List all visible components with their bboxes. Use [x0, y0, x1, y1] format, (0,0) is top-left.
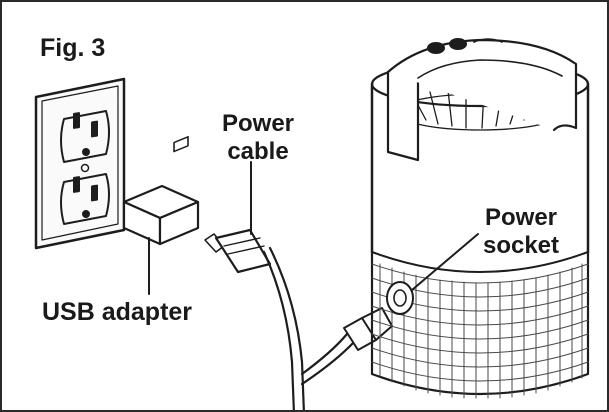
device-illustration: [370, 38, 590, 399]
power-socket-label: Power socket: [478, 204, 564, 259]
power-cable-label-line1: Power: [221, 110, 295, 137]
power-cable-illustration: [204, 161, 356, 410]
usb-adapter-label: USB adapter: [42, 298, 193, 326]
figure-title: Fig. 3: [40, 34, 106, 62]
power-cable-label: Power cable: [212, 110, 304, 165]
power-socket-label-line2: socket: [482, 231, 560, 259]
usb-adapter-illustration: [122, 135, 200, 295]
power-socket-label-line1: Power: [484, 204, 558, 231]
power-cable-label-line2: cable: [227, 137, 289, 165]
wall-outlet: [34, 77, 126, 250]
